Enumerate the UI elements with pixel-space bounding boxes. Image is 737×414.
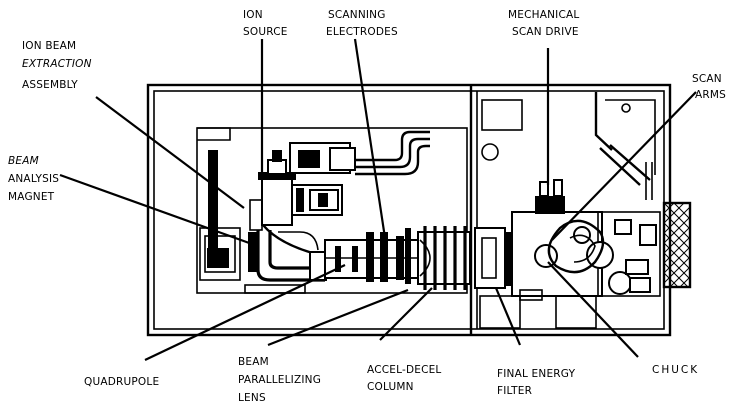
gas-feed-pipes [355, 130, 430, 176]
label-scan-arms-line1: SCAN [692, 73, 722, 85]
label-ion-beam-line3: ASSEMBLY [22, 79, 78, 91]
label-scanning-line2: ELECTRODES [326, 26, 398, 38]
label-beam-analysis-line3: MAGNET [8, 191, 55, 203]
label-beam-par-line2: PARALLELIZING [238, 374, 321, 386]
label-beam-par-line1: BEAM [238, 356, 269, 368]
label-ion-source-line2: SOURCE [243, 26, 288, 38]
label-final-line1: FINAL ENERGY [497, 368, 576, 380]
outer-housing [146, 83, 672, 337]
process-chamber [511, 179, 661, 301]
label-mech-line1: MECHANICAL [508, 9, 579, 21]
beamline [324, 228, 421, 284]
label-scan-arms-line2: ARMS [695, 89, 726, 101]
label-scanning-line1: SCANNING [328, 9, 386, 21]
final-energy-filter [474, 227, 515, 289]
label-quadrupole: QUADRUPOLE [84, 376, 159, 388]
label-ion-source-line1: ION [243, 9, 263, 21]
label-beam-par-line3: LENS [238, 392, 266, 404]
label-accel-line2: COLUMN [367, 381, 414, 393]
label-beam-analysis-line1: BEAM [8, 155, 39, 167]
leader-lines [59, 38, 697, 361]
analysis-magnet [248, 224, 327, 282]
label-mech-line2: SCAN DRIVE [512, 26, 579, 38]
hatched-side-panel [662, 201, 692, 289]
ion-source [249, 142, 356, 231]
label-final-line2: FILTER [497, 385, 532, 397]
label-ion-beam-line2: EXTRACTION [22, 58, 92, 70]
label-ion-beam-line1: ION BEAM [22, 40, 76, 52]
label-chuck: CHUCK [652, 364, 699, 376]
label-accel-line1: ACCEL-DECEL [367, 364, 442, 376]
accel-decel-column [417, 226, 471, 290]
label-beam-analysis-line2: ANALYSIS [8, 173, 59, 185]
labels: ION BEAM EXTRACTION ASSEMBLY ION SOURCE … [8, 9, 726, 404]
terminal-enclosure [196, 127, 468, 294]
